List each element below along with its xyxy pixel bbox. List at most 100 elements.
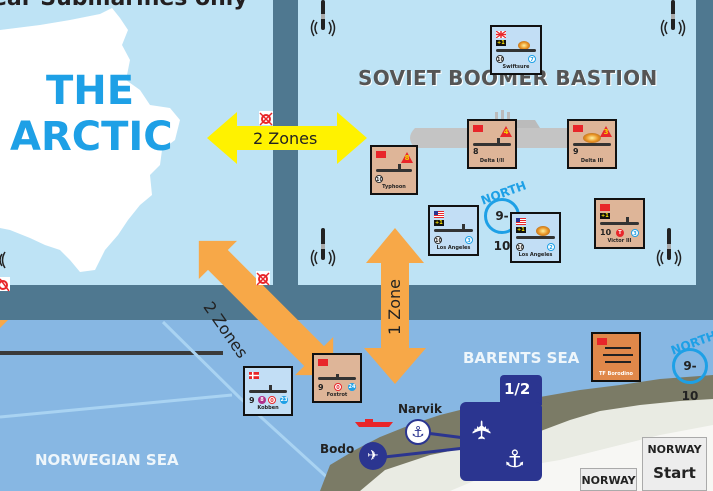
submarine-sail [336,374,339,379]
attack-value: 9 [573,147,579,156]
unit-counter-los-angeles[interactable]: +1 10 3 Los Angeles [428,205,479,256]
submarine-silhouette [434,229,473,232]
submarine-silhouette [496,49,536,52]
barents-sea-label: BARENTS SEA [463,349,580,367]
torpedo-value: 0 [268,396,276,404]
torpedo-value: 0 [334,383,342,391]
rules-banner: ear Submarines only [0,0,248,11]
damage-explosion-icon [536,226,550,236]
ussr-flag-icon [600,204,610,211]
submarine-sail [626,217,629,223]
movement-arrow-orange-vertical-label: 1 Zone [385,279,404,335]
submarine-sail [269,385,272,391]
arctic-title-line1: THE [45,68,135,114]
anchor-icon[interactable]: ⚓ [405,419,431,445]
unit-counter-foxtrot[interactable]: 9 0 24 Foxtrot [312,353,362,403]
unit-counter-typhoon[interactable]: 8 10 Typhoon [370,145,418,195]
usa-flag-icon [434,211,444,218]
zone-boundary-line [0,351,223,355]
threat-triangle-icon [500,126,512,137]
defense-value: 23 [280,396,288,404]
attack-value: 8 [473,147,479,156]
unit-counter-delta-i-ii[interactable]: 4 8 Delta I/II [467,119,517,169]
attack-value: 9 [249,396,255,405]
threat-triangle-icon [401,152,413,163]
norway-start-box[interactable]: NORWAY Start [642,437,707,491]
arctic-ice-landmass [0,8,180,272]
submarine-silhouette [473,143,511,146]
north-marker-value: 9-10 [672,348,708,403]
ship-marker-icon [355,419,393,427]
sonar-buoy-icon [660,0,686,37]
sonar-buoy-icon [656,228,682,267]
defense-value: 2 [547,243,555,251]
submarine-sail [462,224,465,230]
airbase-label: 1/2 [504,380,531,398]
uk-flag-icon [496,31,506,38]
damage-explosion-icon [583,133,601,143]
unit-counter-victor-iii[interactable]: +1 10 T 3 Victor III [594,198,645,249]
sonar-buoy-icon [310,228,336,267]
zone-border-horizontal [0,285,713,320]
unit-name: Swiftsure [502,64,530,70]
unit-counter-swiftsure[interactable]: +1 10 7 Swiftsure [490,25,542,75]
norway-start-label: NORWAY [647,443,702,456]
defense-value: 3 [465,236,473,244]
modifier-badge: +1 [600,213,610,219]
movement-arrow-orange-left [0,320,8,328]
threat-value: 3 [603,128,609,136]
damage-explosion-icon [518,41,530,50]
defense-value: 24 [348,383,356,391]
ship-silhouette-icon [605,347,631,349]
defense-value: 7 [528,55,536,63]
unit-name: Delta I/II [479,158,505,164]
airbase-badge[interactable]: 1/2 ✈ ⚓ [460,375,542,481]
city-label-bodo: Bodo [320,442,355,456]
modifier-badge: +1 [516,227,526,233]
movement-arrow-yellow-label: 2 Zones [253,129,318,148]
sonar-buoy-icon [310,0,336,37]
unit-name: Los Angeles [436,245,471,251]
no-submarine-icon [0,277,10,292]
attack-value: 10 [516,243,524,251]
attack-value: 10 [434,236,442,244]
ship-silhouette-icon [603,354,633,356]
norway-box[interactable]: NORWAY [580,468,637,491]
threat-triangle-icon [600,126,612,137]
unit-name: Victor III [607,238,632,244]
submarine-silhouette [516,236,555,239]
airbase-body [460,402,542,481]
attack-value: 10 [496,55,504,63]
unit-name: Delta III [580,158,604,164]
jet-icon[interactable]: ✈ [359,442,387,470]
submarine-silhouette [318,377,356,380]
anchor-icon: ⚓ [504,445,526,473]
arctic-title: THE ARCTIC [10,68,173,160]
unit-counter-los-angeles[interactable]: +1 10 2 Los Angeles [510,212,561,263]
ussr-flag-icon [473,125,483,132]
movement-arrow-yellow [207,112,367,164]
norway-box-label: NORWAY [581,474,636,487]
arctic-title-line2: ARCTIC [10,114,173,160]
submarine-sail [497,138,500,144]
submarine-silhouette [249,390,287,393]
zone-border-vertical [273,0,298,320]
submarine-silhouette [573,143,611,146]
unit-counter-tf-borodino[interactable]: TF Borodino [591,332,641,382]
submarine-silhouette [600,222,639,225]
torpedo-value: T [616,229,624,237]
attack-value: 10 [375,175,383,183]
jet-icon: ✈ [467,419,498,441]
no-submarine-icon [256,271,270,286]
sonar-buoy-icon [0,251,6,269]
unit-name: Typhoon [382,184,406,190]
denmark-flag-icon [249,372,259,379]
movement-arrow-orange-vertical [364,228,426,384]
unit-counter-kobben[interactable]: 9 8 0 23 Kobben [243,366,293,416]
ussr-flag-icon [318,359,328,366]
defense-value: 3 [631,229,639,237]
airbase-tab [500,375,542,405]
ussr-flag-icon [597,338,607,345]
unit-counter-delta-iii[interactable]: 3 9 Delta III [567,119,617,169]
unit-name: TF Borodino [598,371,633,377]
